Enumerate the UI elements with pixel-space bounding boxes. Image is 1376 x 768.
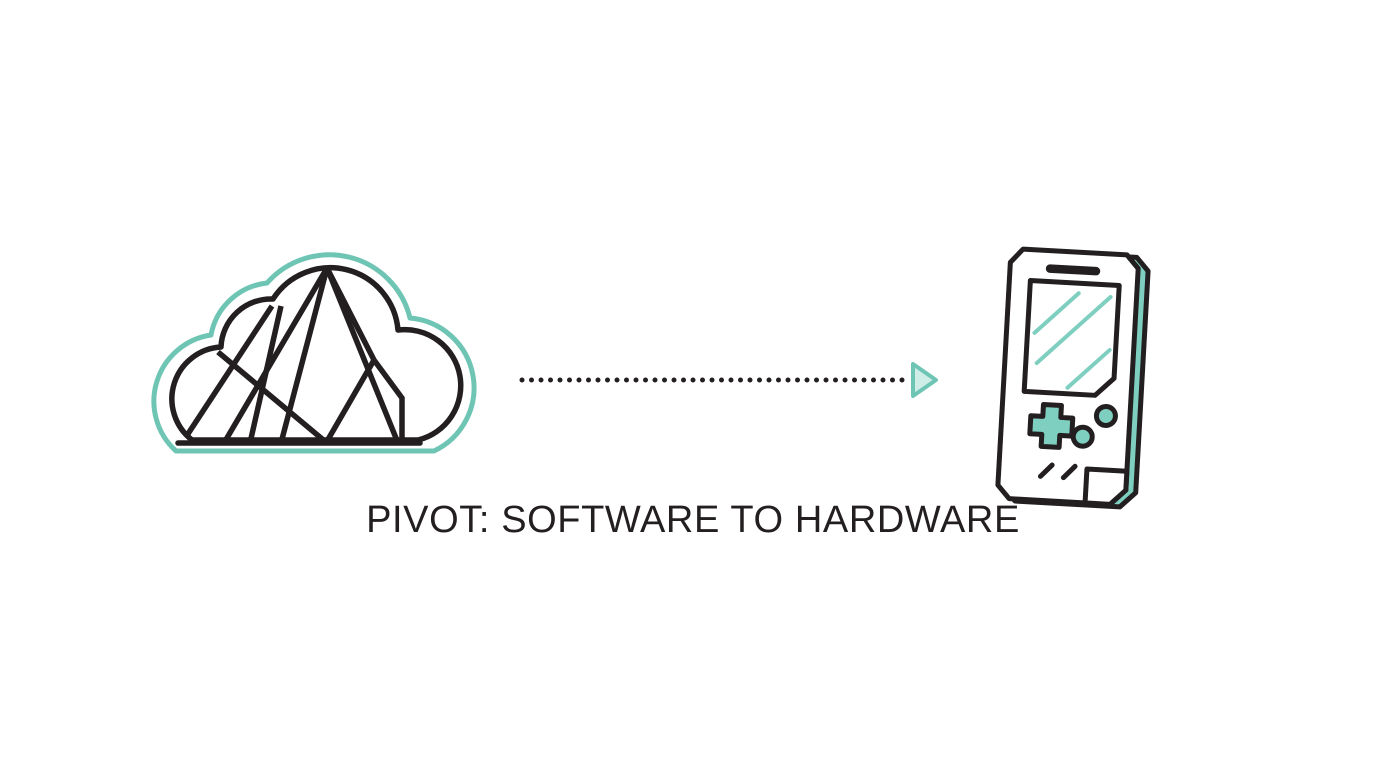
arrowhead-icon — [911, 362, 938, 398]
device-speaker-icon — [1045, 264, 1101, 276]
cloud-inner-gap — [172, 268, 461, 440]
screen-glare-lines — [1032, 291, 1113, 390]
device-front-face — [995, 246, 1141, 507]
cloud-mountain-lines — [179, 267, 405, 440]
page-title: PIVOT: SOFTWARE TO HARDWARE — [366, 499, 1020, 541]
cloud-inner-outline — [172, 268, 461, 446]
device-teal-body — [1001, 248, 1151, 510]
device-dpad-button[interactable] — [1027, 401, 1076, 450]
device-action-button-b[interactable] — [1070, 424, 1095, 449]
device-tick-marks — [1037, 462, 1078, 481]
device-action-button-a[interactable] — [1093, 403, 1118, 428]
cloud-outer-outline — [151, 252, 477, 454]
arrow-dots — [519, 377, 905, 383]
device-screen — [1021, 278, 1122, 398]
